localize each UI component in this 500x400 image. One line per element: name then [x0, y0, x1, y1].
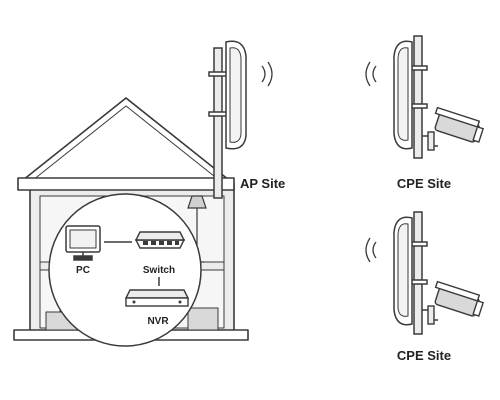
signal-waves-icon	[365, 61, 377, 87]
switch-label: Switch	[143, 265, 175, 276]
ap-site-label: AP Site	[240, 176, 285, 191]
signal-waves-icon	[365, 237, 377, 263]
pc-label: PC	[76, 265, 90, 276]
camera-icon	[422, 106, 485, 151]
cpe-site-top-label: CPE Site	[397, 176, 451, 191]
pc-monitor-icon[interactable]	[65, 225, 101, 261]
antenna-icon	[208, 40, 247, 199]
cpe-site-bottom-label: CPE Site	[397, 348, 451, 363]
signal-waves-icon	[261, 61, 273, 87]
nvr-label: NVR	[147, 316, 169, 327]
equipment-circle	[48, 193, 202, 347]
switch-icon[interactable]	[134, 231, 186, 249]
nvr-icon[interactable]	[124, 289, 190, 307]
antenna-icon	[393, 35, 428, 159]
antenna-icon	[393, 211, 428, 335]
camera-icon	[422, 280, 485, 325]
